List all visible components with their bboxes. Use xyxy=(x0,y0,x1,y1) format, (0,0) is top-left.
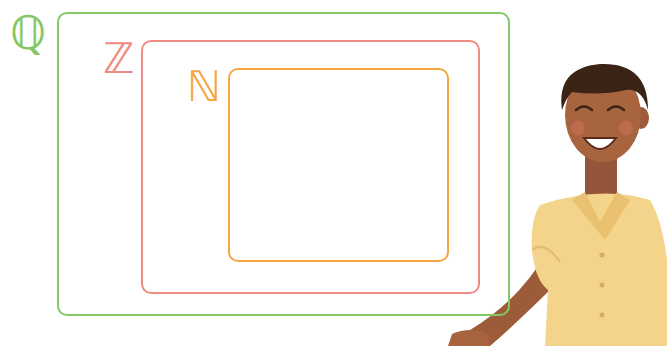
set-n-box: ℕ xyxy=(228,68,449,262)
eye xyxy=(608,107,624,111)
button xyxy=(600,253,605,258)
cheek xyxy=(619,121,633,135)
set-symbol: ℕ xyxy=(187,66,221,108)
shirt xyxy=(532,194,667,346)
sleeve-edge xyxy=(532,247,560,262)
button xyxy=(600,313,605,318)
eye xyxy=(576,107,592,111)
hair xyxy=(561,64,648,110)
set-q-box: ℚℤℕ xyxy=(57,12,510,316)
set-symbol: ℤ xyxy=(103,38,134,80)
set-z-box: ℤℕ xyxy=(141,40,480,294)
button xyxy=(600,283,605,288)
cheek xyxy=(571,121,585,135)
collar xyxy=(572,192,630,240)
teacher-figure xyxy=(448,64,667,346)
set-symbol: ℚ xyxy=(10,10,46,56)
smile xyxy=(584,138,616,149)
hand xyxy=(448,330,490,346)
